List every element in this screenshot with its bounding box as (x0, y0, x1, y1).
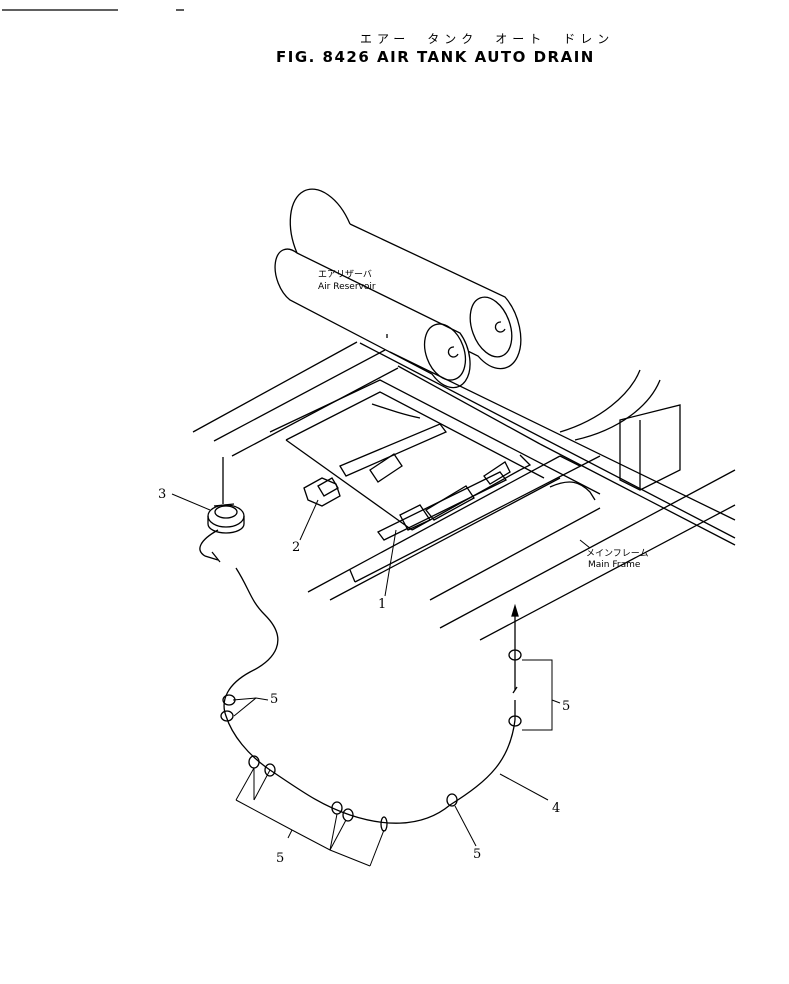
reservoir-label-jp: エアリザーバ (318, 269, 372, 280)
callout-5-right: 5 (562, 699, 570, 714)
callout-4: 4 (552, 801, 560, 816)
frame-label-en: Main Frame (588, 560, 641, 570)
callout-3: 3 (158, 487, 166, 502)
drain-hose (223, 567, 519, 824)
leader-lines (171, 493, 591, 867)
figure-title: FIG. 8426 AIR TANK AUTO DRAIN (276, 48, 595, 66)
callout-5-bottom-left: 5 (276, 851, 284, 866)
reservoir-label-en: Air Reservoir (318, 282, 376, 292)
drain-valve-bracket (339, 423, 511, 541)
title-japanese: エアー タンク オート ドレン (360, 32, 615, 46)
main-frame-structure (192, 341, 736, 641)
auto-drain-valve (199, 457, 245, 563)
callout-5-upper-left: 5 (270, 692, 278, 707)
frame-label-jp: メインフレーム (586, 548, 648, 559)
callout-5-bottom: 5 (473, 847, 481, 862)
air-reservoir-tanks (274, 188, 522, 389)
callout-2: 2 (292, 540, 300, 555)
part-2-mount (303, 477, 341, 507)
hose-clamps (220, 649, 522, 832)
callout-1: 1 (378, 597, 386, 612)
